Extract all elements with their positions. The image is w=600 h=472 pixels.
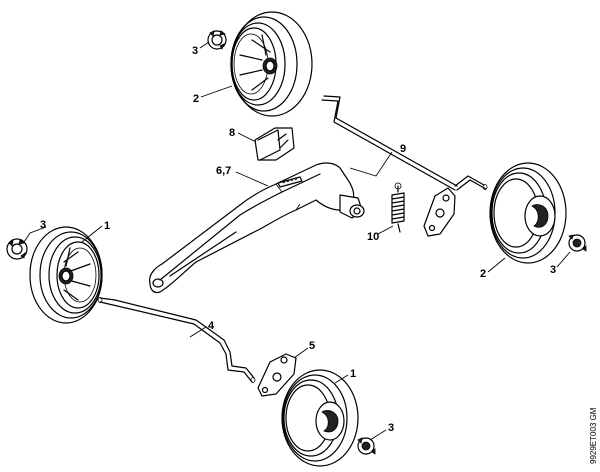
- hub-cap-top-left: [207, 30, 227, 50]
- callout-3-bottom: 3: [388, 422, 394, 434]
- wheel-right: [489, 162, 567, 264]
- callout-3-top-left: 3: [192, 45, 198, 57]
- callout-3-right: 3: [550, 264, 556, 276]
- callout-labels: 3 2 8 6,7 9 10 2 3 3 1 4 5 1 3: [40, 45, 556, 434]
- drawing-code: 9929ET003 GM: [589, 407, 598, 464]
- clip-part: [254, 127, 295, 161]
- hub-cap-right: [568, 234, 587, 252]
- front-axle-rod: [97, 297, 256, 383]
- callout-1-left: 1: [104, 220, 110, 232]
- callout-2-right: 2: [480, 268, 486, 280]
- frame-arm: [149, 162, 365, 294]
- spring-part: [391, 182, 405, 233]
- bracket-right: [423, 187, 456, 237]
- wheel-top-left: [230, 11, 313, 117]
- callout-2-top: 2: [193, 93, 199, 105]
- callout-10: 10: [367, 231, 379, 243]
- wheel-bottom: [281, 369, 359, 467]
- rear-axle-rod: [321, 95, 488, 191]
- callout-4: 4: [208, 320, 215, 332]
- callout-8: 8: [229, 127, 235, 139]
- bracket-front: [257, 353, 297, 397]
- callout-6-7: 6,7: [216, 165, 231, 177]
- callout-1-bottom: 1: [350, 368, 356, 380]
- hub-cap-left: [6, 238, 28, 260]
- wheel-left: [29, 226, 103, 324]
- leader-lines: [23, 41, 571, 441]
- callout-9: 9: [400, 143, 406, 155]
- hub-cap-bottom: [357, 437, 376, 455]
- callout-3-left: 3: [40, 219, 46, 231]
- callout-5: 5: [309, 340, 315, 352]
